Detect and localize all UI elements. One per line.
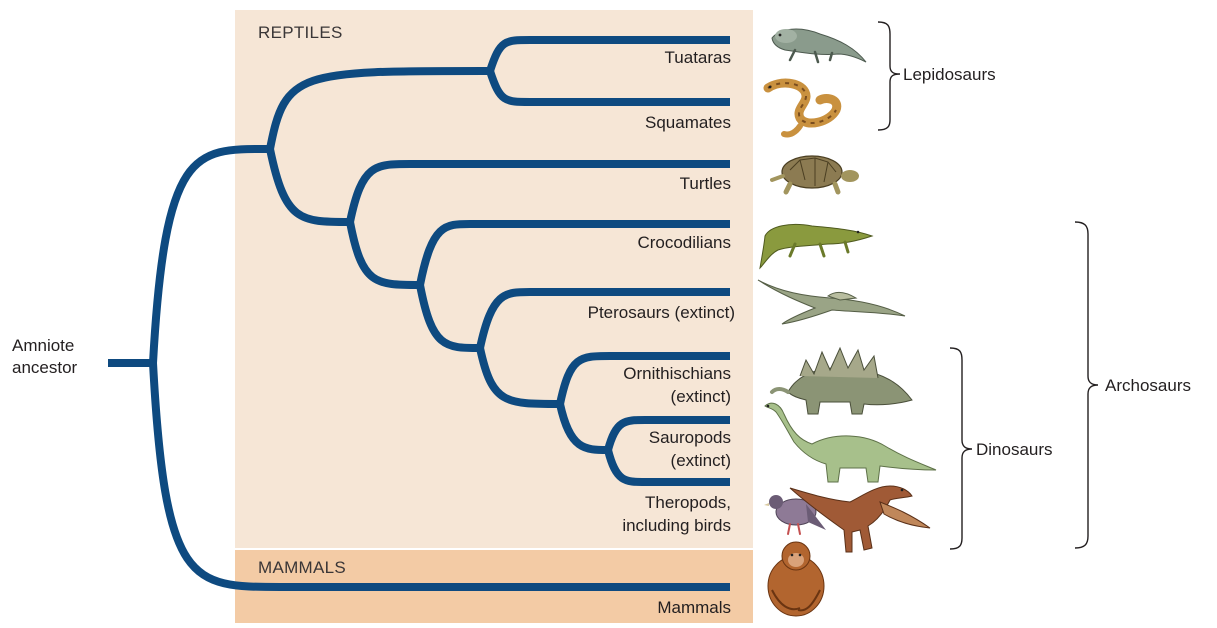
- taxon-label-theropods-line2: including birds: [622, 516, 731, 535]
- dinosaurs-label: Dinosaurs: [976, 440, 1053, 459]
- dinosaurs-bracket: [950, 348, 972, 549]
- root-label-line2: ancestor: [12, 358, 78, 377]
- lepidosaurs-label: Lepidosaurs: [903, 65, 996, 84]
- reptiles-section-label: REPTILES: [258, 23, 343, 42]
- taxon-label-ornithischians-line2: (extinct): [671, 387, 731, 406]
- taxon-label-theropods: Theropods,: [645, 493, 731, 512]
- turtle-icon: [772, 156, 859, 192]
- taxon-label-tuataras: Tuataras: [665, 48, 731, 67]
- archosaurs-label: Archosaurs: [1105, 376, 1191, 395]
- orangutan-icon: [768, 542, 824, 616]
- taxon-label-pterosaurs: Pterosaurs (extinct): [588, 303, 735, 322]
- crocodile-icon: [760, 224, 872, 268]
- tuatara-icon: [772, 29, 866, 62]
- pterosaur-icon: [758, 280, 905, 324]
- taxon-label-sauropods: Sauropods: [649, 428, 731, 447]
- stegosaurus-icon: [772, 348, 912, 414]
- lepidosaurs-bracket: [878, 22, 900, 130]
- taxon-label-crocodilians: Crocodilians: [637, 233, 731, 252]
- mammals-section-label: MAMMALS: [258, 558, 346, 577]
- taxon-label-sauropods-line2: (extinct): [671, 451, 731, 470]
- brackets: [878, 22, 1098, 549]
- archosaurs-bracket: [1075, 222, 1098, 548]
- sauropod-icon: [765, 403, 936, 482]
- taxon-label-ornithischians: Ornithischians: [623, 364, 731, 383]
- taxon-label-mammals: Mammals: [657, 598, 731, 617]
- taxon-label-squamates: Squamates: [645, 113, 731, 132]
- snake-icon: [768, 83, 837, 134]
- taxon-label-turtles: Turtles: [680, 174, 731, 193]
- root-label: Amniote: [12, 336, 74, 355]
